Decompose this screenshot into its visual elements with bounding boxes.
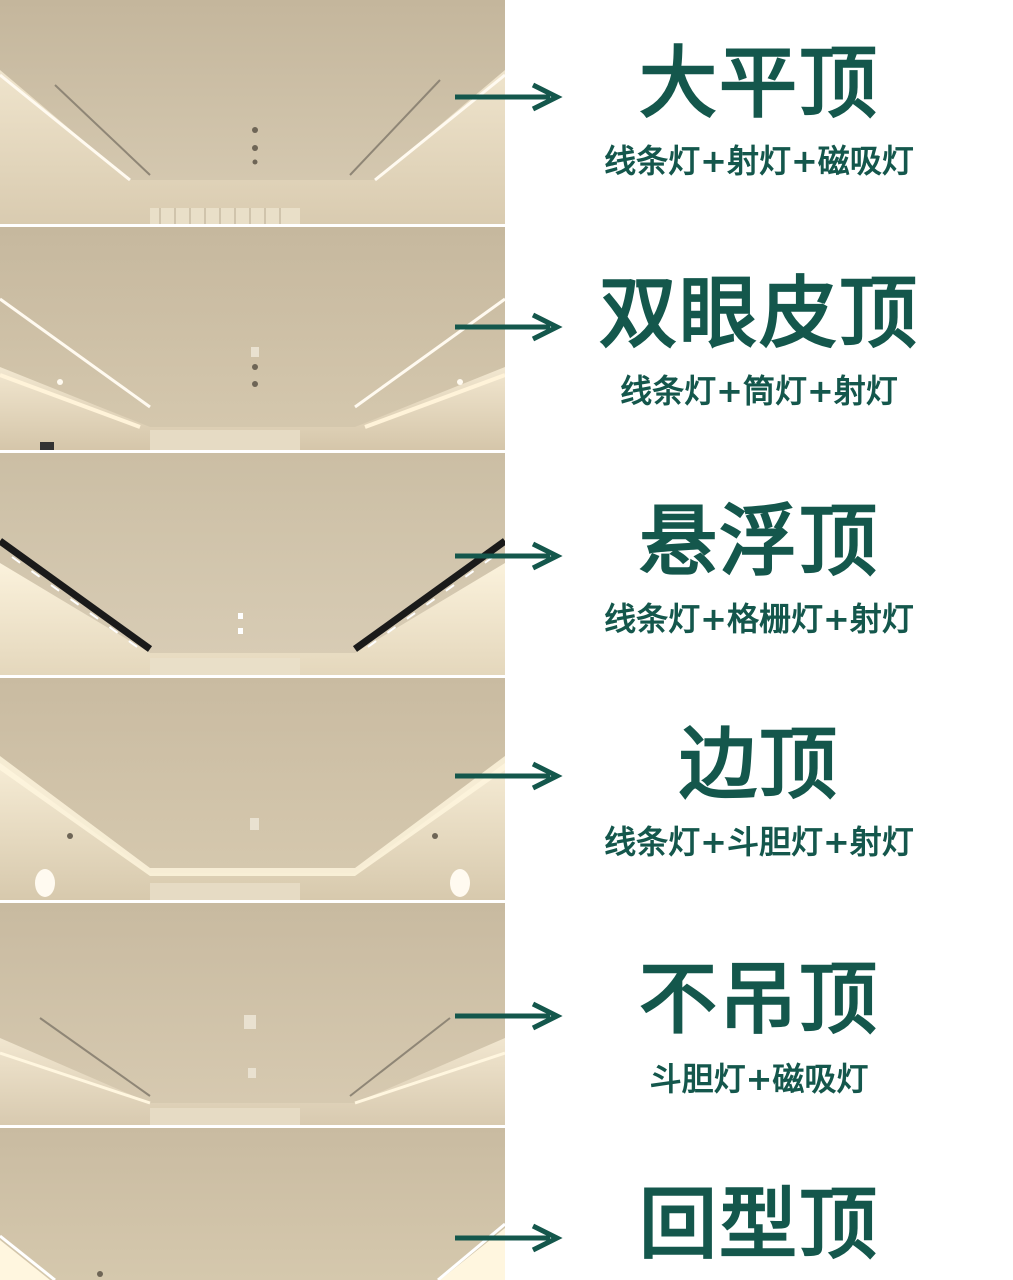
- ceiling-photo-edge: [0, 678, 505, 900]
- ceiling-row-4: 边顶 线条灯+斗胆灯+射灯: [0, 678, 1013, 900]
- lighting-subtitle: 线条灯+格栅灯+射灯: [604, 600, 914, 638]
- ceiling-title: 双眼皮顶: [598, 269, 919, 359]
- arrow-right-icon: [455, 761, 563, 791]
- divider: [0, 1125, 505, 1128]
- ceiling-row-3: 悬浮顶 线条灯+格栅灯+射灯: [0, 453, 1013, 675]
- ceiling-row-6: 回型顶: [0, 1128, 1013, 1280]
- lighting-subtitle: 线条灯+斗胆灯+射灯: [604, 823, 914, 861]
- ceiling-title: 回型顶: [638, 1180, 879, 1270]
- ceiling-photo-no-ceiling: [0, 903, 505, 1125]
- ceiling-title: 不吊顶: [638, 955, 879, 1045]
- divider: [0, 900, 505, 903]
- ceiling-photo-flat: [0, 0, 505, 225]
- ceiling-row-1: 大平顶 线条灯+射灯+磁吸灯: [0, 0, 1013, 225]
- arrow-right-icon: [455, 1223, 563, 1253]
- lighting-subtitle: 线条灯+射灯+磁吸灯: [604, 142, 914, 180]
- arrow-right-icon: [455, 312, 563, 342]
- ceiling-photo-double-eyelid: [0, 227, 505, 450]
- ceiling-row-5: 不吊顶 斗胆灯+磁吸灯: [0, 903, 1013, 1125]
- arrow-right-icon: [455, 541, 563, 571]
- ceiling-photo-suspended: [0, 453, 505, 675]
- ceiling-photo-loop: [0, 1128, 505, 1280]
- lighting-subtitle: 线条灯+筒灯+射灯: [620, 372, 898, 410]
- ceiling-title: 大平顶: [638, 39, 879, 129]
- arrow-right-icon: [455, 82, 563, 112]
- ceiling-title: 边顶: [678, 720, 839, 810]
- arrow-right-icon: [455, 1001, 563, 1031]
- divider: [0, 450, 505, 453]
- ceiling-title: 悬浮顶: [638, 497, 879, 587]
- lighting-subtitle: 斗胆灯+磁吸灯: [649, 1060, 869, 1098]
- divider: [0, 675, 505, 678]
- divider: [0, 224, 505, 227]
- ceiling-row-2: 双眼皮顶 线条灯+筒灯+射灯: [0, 227, 1013, 450]
